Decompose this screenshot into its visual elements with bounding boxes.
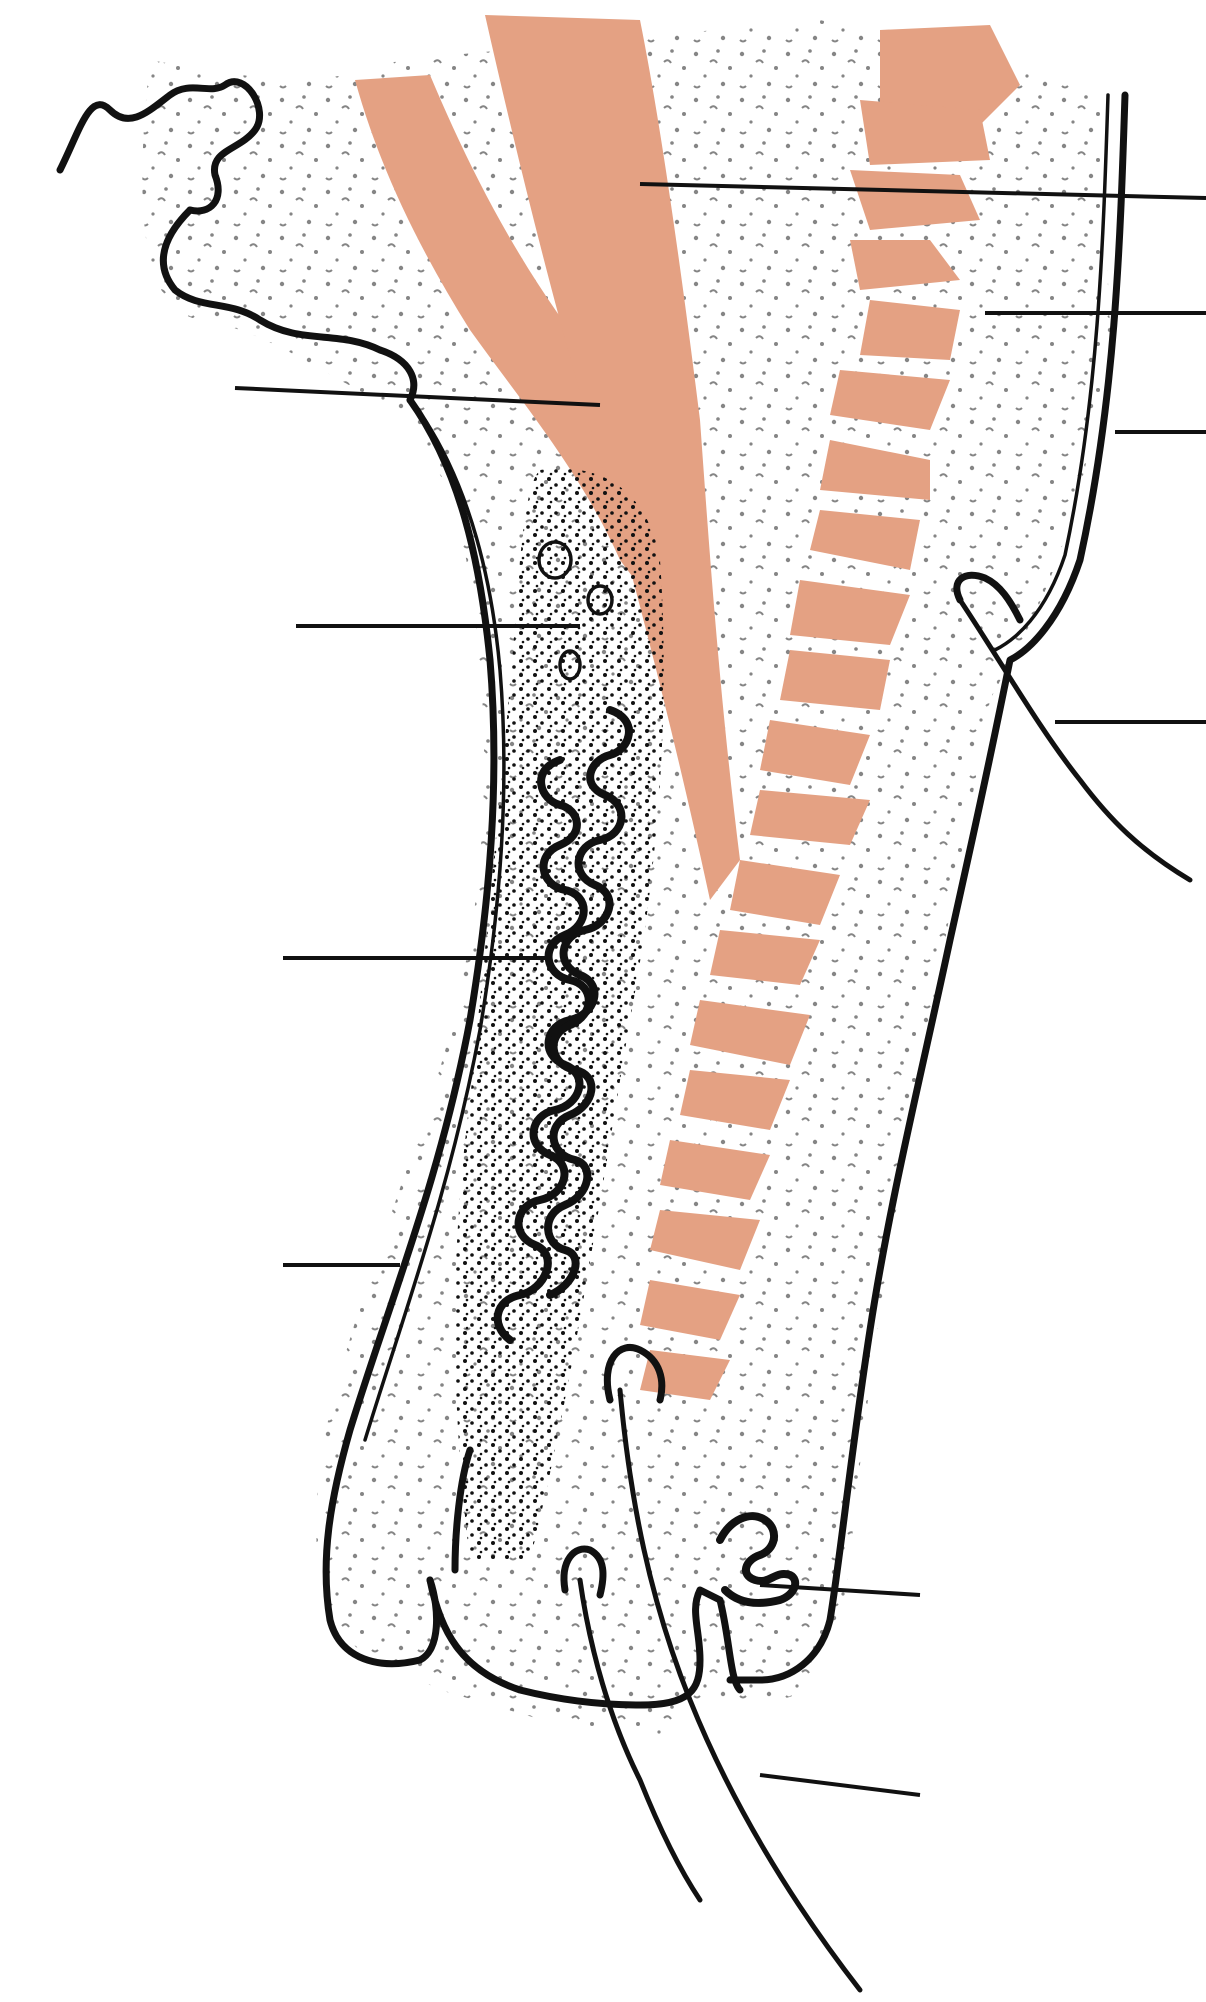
tarsal-plate [455,468,664,1561]
leader-line-9 [759,1583,921,1597]
gland-orifice [451,1446,474,1574]
meibomian-gland [493,706,633,1344]
eyelash-upper-root [953,571,1024,624]
leader-line-1 [639,182,1206,200]
eyelash-1 [617,1387,863,1993]
vessel-circle [558,649,582,681]
meibomian-gland-inner [537,756,596,1299]
anterior-lid-surface [726,91,1129,1684]
lid-margin [426,1576,744,1709]
leader-line-10 [759,1773,921,1797]
leader-line-4 [234,386,601,407]
orbicularis-muscle-bundles [640,25,1020,1400]
eyelash-upper [957,597,1193,883]
upper-lid-contour [159,206,418,404]
eyelash-2-root [560,1545,607,1599]
posterior-lid-surface [322,396,498,1668]
conjunctival-fold [56,78,264,215]
anterior-lid-surface-inner [993,93,1110,652]
vessel-circle [586,584,614,616]
vessel-circle [537,540,573,580]
levator-muscle [355,15,740,900]
posterior-lid-surface-inner [363,418,506,1442]
ciliary-gland [716,1512,800,1607]
eyelash-1-root [603,1344,666,1404]
eyelash-2 [577,1577,703,1903]
